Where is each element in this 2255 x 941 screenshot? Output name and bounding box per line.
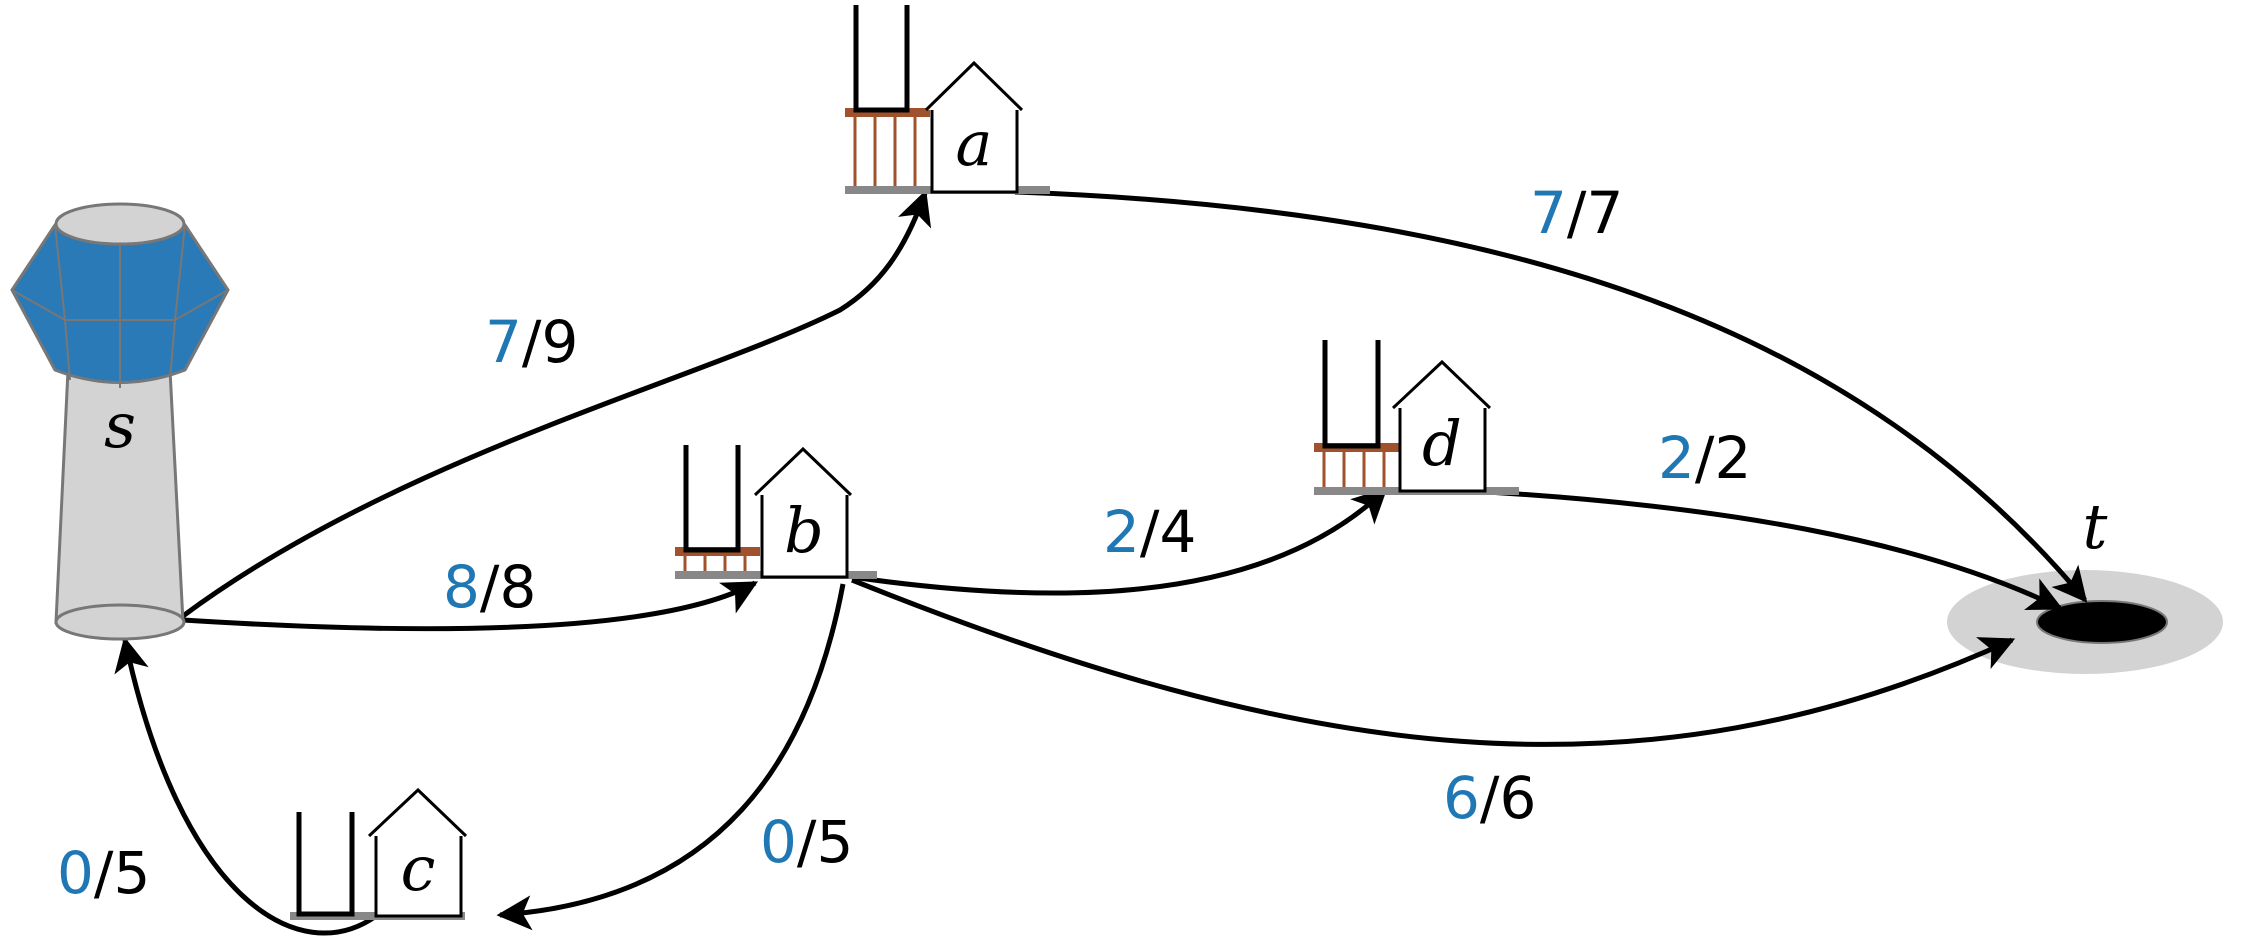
house-icon <box>1391 359 1492 493</box>
pipe-icon <box>1322 340 1381 449</box>
sink-hole-icon <box>2036 600 2168 644</box>
node-s: s <box>10 202 230 641</box>
edge-label-s-b: 8/8 <box>443 553 536 621</box>
node-label-b: b <box>784 494 824 567</box>
node-label-t: t <box>2083 490 2108 563</box>
edge-label-s-a: 7/9 <box>485 308 578 376</box>
edge-c-s <box>114 636 378 936</box>
edge-b-c <box>496 583 846 931</box>
edge-label-b-d: 2/4 <box>1103 498 1196 566</box>
edge-a-t <box>1014 189 2088 603</box>
node-b: b <box>675 445 877 579</box>
edge-label-b-t: 6/6 <box>1443 764 1536 832</box>
edge-s-b <box>182 580 759 632</box>
edge-b-d <box>851 487 1388 596</box>
node-label-c: c <box>401 832 436 905</box>
edge-label-d-t: 2/2 <box>1658 424 1751 492</box>
edge-label-a-t: 7/7 <box>1530 179 1623 247</box>
house-icon <box>367 787 468 918</box>
node-label-a: a <box>956 107 993 180</box>
house-icon <box>753 446 853 579</box>
edge-d-t <box>1469 488 2064 611</box>
pipe-icon <box>683 445 741 553</box>
edge-s-a <box>181 189 932 619</box>
node-a: a <box>845 5 1050 194</box>
node-c: c <box>290 787 468 920</box>
water-tower-icon <box>10 202 230 641</box>
pipe-icon <box>296 812 355 917</box>
house-icon <box>924 60 1024 194</box>
node-t: t <box>1947 490 2223 674</box>
edge-label-b-c: 0/5 <box>760 808 853 876</box>
node-label-d: d <box>1422 407 1462 480</box>
node-label-s: s <box>104 389 136 462</box>
edge-label-c-s: 0/5 <box>57 839 150 907</box>
edge-b-t <box>851 577 2016 747</box>
pipe-icon <box>853 5 910 113</box>
node-d: d <box>1314 340 1519 495</box>
